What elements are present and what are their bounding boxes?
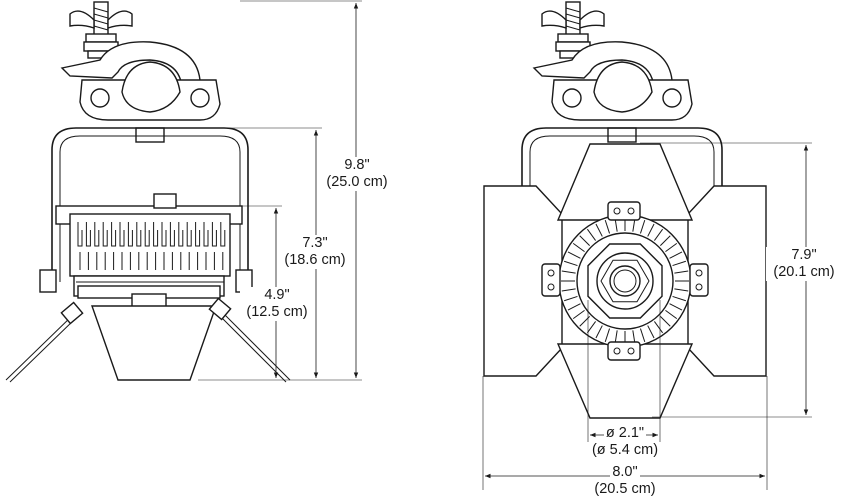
lens-diameter-cm: (ø 5.4 cm): [591, 442, 659, 458]
barn-door-latches: [541, 201, 709, 361]
side-lens-cone: [91, 305, 217, 381]
yoke-height-label: 7.3" (18.6 cm): [278, 235, 352, 269]
front-half-coupler-clamp: [532, 41, 693, 121]
front-height-in: 7.9": [791, 247, 817, 263]
lens-diameter-in: ø 2.1": [603, 425, 647, 442]
front-view: [483, 1, 767, 419]
body-height-in: 4.9": [264, 287, 290, 303]
side-view: [5, 1, 291, 383]
yoke-height-in: 7.3": [302, 235, 328, 251]
front-height-cm: (20.1 cm): [773, 264, 835, 280]
body-height-cm: (12.5 cm): [246, 304, 308, 320]
front-clamp-bolt-icon: [541, 1, 605, 59]
overall-height-label: 9.8" (25.0 cm): [318, 157, 396, 191]
body-height-label: 4.9" (12.5 cm): [240, 287, 314, 321]
overall-height-in: 9.8": [344, 157, 370, 173]
overall-width-label: 8.0" (20.5 cm): [580, 464, 670, 498]
front-mount-nut: [607, 127, 637, 143]
yoke-knob-left: [39, 269, 57, 293]
yoke-height-cm: (18.6 cm): [284, 252, 346, 268]
overall-width-in: 8.0": [610, 464, 640, 481]
half-coupler-clamp: [60, 41, 221, 121]
yoke: [51, 127, 249, 282]
overall-width-cm: (20.5 cm): [594, 481, 656, 497]
lens-diameter-label: ø 2.1" (ø 5.4 cm): [580, 425, 670, 459]
mount-nut: [135, 127, 165, 143]
fixture-body: [55, 193, 243, 322]
front-height-label: 7.9" (20.1 cm): [766, 247, 842, 281]
overall-height-cm: (25.0 cm): [326, 174, 388, 190]
barn-door-rods: [5, 297, 291, 383]
barn-door-top: [556, 143, 694, 221]
front-heatsink: [558, 214, 692, 348]
front-yoke: [521, 127, 723, 196]
